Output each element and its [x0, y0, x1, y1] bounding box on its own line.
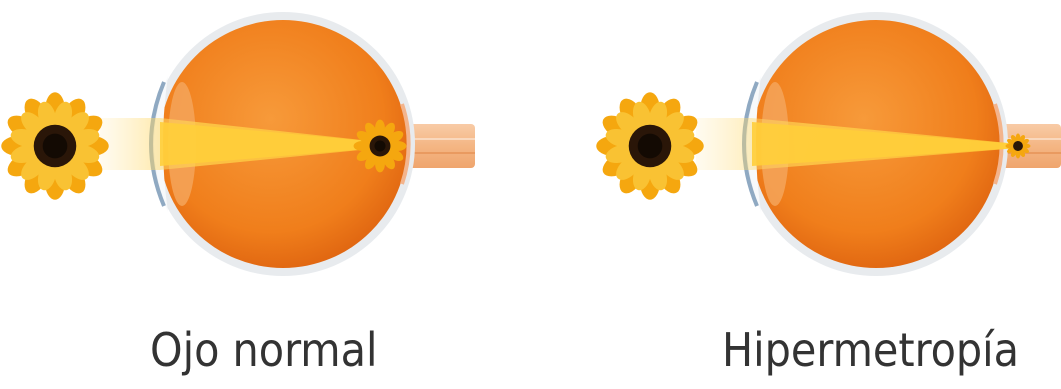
sunflower-icon — [0, 90, 111, 202]
sunflower-icon — [594, 90, 706, 202]
caption-hyperopia: Hipermetropía — [722, 318, 1022, 382]
panel-hyper — [594, 12, 1061, 276]
caption-normal-eye: Ojo normal — [150, 318, 400, 382]
panel-normal — [0, 12, 475, 276]
